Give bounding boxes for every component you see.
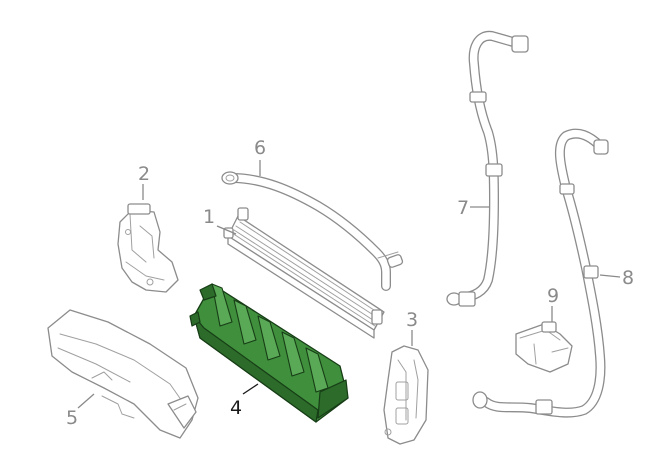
part-5-air-duct[interactable] <box>47 309 199 439</box>
callout-7: 7 <box>457 197 469 219</box>
callout-1: 1 <box>203 206 215 228</box>
part-6-hose[interactable] <box>221 171 404 291</box>
leader-lines <box>77 160 621 409</box>
part-2-bracket[interactable] <box>117 203 179 293</box>
callout-6: 6 <box>254 137 266 159</box>
part-1-cooler[interactable] <box>223 207 385 339</box>
callout-2: 2 <box>138 163 150 185</box>
part-3-bracket[interactable] <box>383 345 429 445</box>
callout-4: 4 <box>230 397 242 419</box>
callout-labels: 1 2 3 4 5 6 7 8 9 <box>66 137 634 429</box>
callout-3: 3 <box>406 309 418 331</box>
callout-5: 5 <box>66 407 78 429</box>
part-7-hose[interactable] <box>446 30 529 307</box>
callout-8: 8 <box>622 267 634 289</box>
callout-9: 9 <box>547 285 559 307</box>
part-4-air-guide-highlighted[interactable] <box>189 283 349 423</box>
part-8-hose[interactable] <box>472 128 609 418</box>
part-9-sensor[interactable] <box>515 321 573 373</box>
